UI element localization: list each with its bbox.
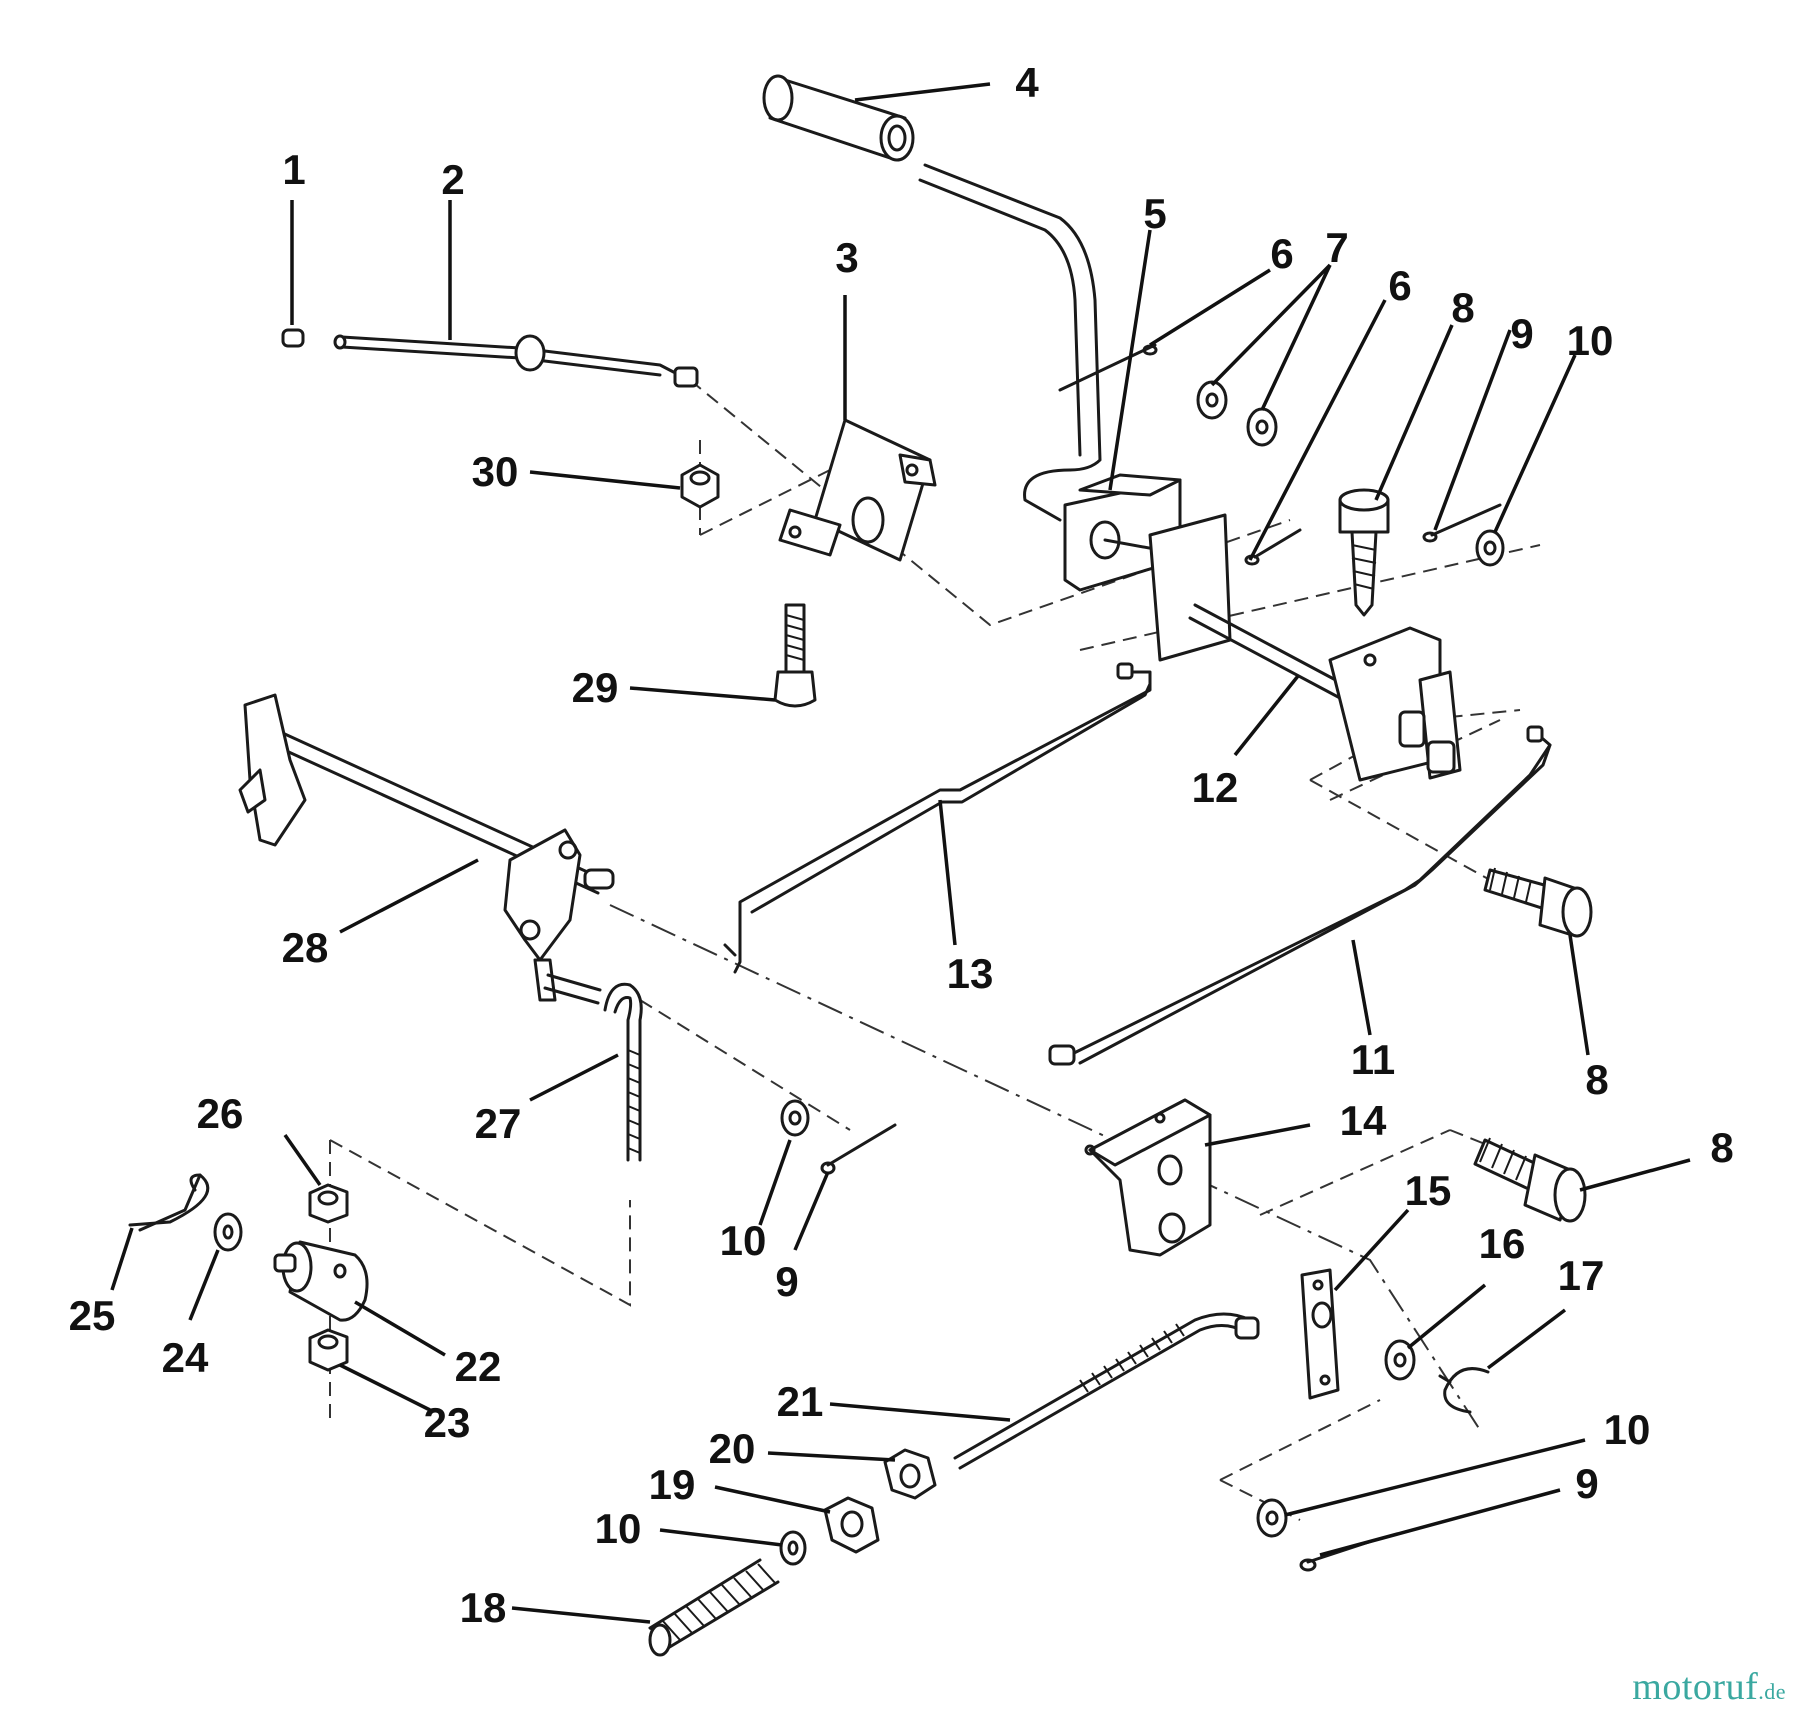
part-2-link-rod <box>333 334 699 388</box>
callout-7: 7 <box>1325 224 1348 271</box>
part-16-washer <box>1384 1339 1416 1381</box>
callout-13: 13 <box>947 950 994 997</box>
callout-29: 29 <box>572 664 619 711</box>
callout-28: 28 <box>282 924 329 971</box>
parts-6-7-pin-washers <box>1058 343 1302 566</box>
part-15-link-plate <box>1300 1268 1340 1400</box>
part-3-bracket <box>778 418 937 562</box>
part-27-j-bolt <box>603 982 643 1162</box>
part-4-handle-grip <box>762 74 915 162</box>
parts-9-10-lower-right <box>1256 1498 1377 1572</box>
callout-9c: 9 <box>1575 1460 1598 1507</box>
callout-9: 9 <box>1510 310 1533 357</box>
part-11-rod <box>1048 725 1552 1066</box>
part-24-washer <box>213 1212 243 1252</box>
callout-23: 23 <box>424 1399 471 1446</box>
part-21-adjust-rod <box>953 1312 1260 1470</box>
callout-25: 25 <box>69 1292 116 1339</box>
callout-8c: 8 <box>1710 1124 1733 1171</box>
callout-6b: 6 <box>1388 262 1411 309</box>
watermark-logo: motoruf.de <box>1632 1665 1786 1709</box>
callout-8: 8 <box>1451 284 1474 331</box>
callout-6: 6 <box>1270 230 1293 277</box>
callout-4: 4 <box>1015 59 1039 106</box>
callout-labels: 1 2 3 4 5 6 7 6 8 9 10 30 29 12 28 13 11… <box>69 59 1734 1631</box>
part-17-e-clip <box>1438 1367 1490 1414</box>
callout-10: 10 <box>1567 317 1614 364</box>
parts-9-10-upper-right <box>1422 503 1505 567</box>
callout-22: 22 <box>455 1343 502 1390</box>
part-23-nut <box>308 1328 349 1372</box>
callout-27: 27 <box>475 1100 522 1147</box>
part-25-hairpin <box>128 1173 210 1232</box>
callout-12: 12 <box>1192 764 1239 811</box>
part-20-nut <box>883 1448 937 1500</box>
callout-19: 19 <box>649 1461 696 1508</box>
part-28-main-shaft <box>238 693 615 1005</box>
callout-14: 14 <box>1340 1097 1387 1144</box>
part-8-bolt-lower <box>1473 1137 1587 1223</box>
part-19-nut <box>823 1496 880 1554</box>
leader-lines <box>110 82 1691 1624</box>
part-8-bolt-mid <box>1483 867 1593 938</box>
part-5-lift-lever <box>918 163 1232 662</box>
part-12-cross-shaft <box>1188 603 1462 782</box>
callout-10b: 10 <box>720 1217 767 1264</box>
part-13-rod <box>723 662 1152 974</box>
callout-3: 3 <box>835 234 858 281</box>
part-10-washer-lower <box>779 1530 807 1566</box>
callout-9b: 9 <box>775 1258 798 1305</box>
callout-15: 15 <box>1405 1167 1452 1214</box>
callout-11: 11 <box>1351 1036 1395 1083</box>
part-8-bolt-upper <box>1338 488 1390 617</box>
callout-8b: 8 <box>1585 1056 1608 1103</box>
callout-2: 2 <box>441 156 464 203</box>
watermark-name: motoruf <box>1632 1666 1759 1708</box>
callout-21: 21 <box>777 1378 824 1425</box>
callout-24: 24 <box>162 1334 209 1381</box>
callout-20: 20 <box>709 1425 756 1472</box>
part-29-bolt <box>773 603 817 708</box>
part-18-spring <box>648 1558 780 1657</box>
part-14-bracket <box>1084 1098 1212 1257</box>
callout-16: 16 <box>1479 1220 1526 1267</box>
callout-30: 30 <box>472 448 519 495</box>
callout-10c: 10 <box>595 1505 642 1552</box>
parts-9-10-center <box>780 1099 897 1175</box>
part-22-block <box>273 1240 369 1322</box>
callout-18: 18 <box>460 1584 507 1631</box>
part-1-cap <box>281 328 305 348</box>
watermark-suffix: .de <box>1758 1679 1786 1704</box>
callout-26: 26 <box>197 1090 244 1137</box>
callout-17: 17 <box>1558 1252 1605 1299</box>
part-30-nut <box>680 463 720 509</box>
callout-1: 1 <box>282 146 305 193</box>
part-26-nut <box>308 1183 349 1224</box>
callout-5: 5 <box>1143 190 1166 237</box>
callout-10d: 10 <box>1604 1406 1651 1453</box>
